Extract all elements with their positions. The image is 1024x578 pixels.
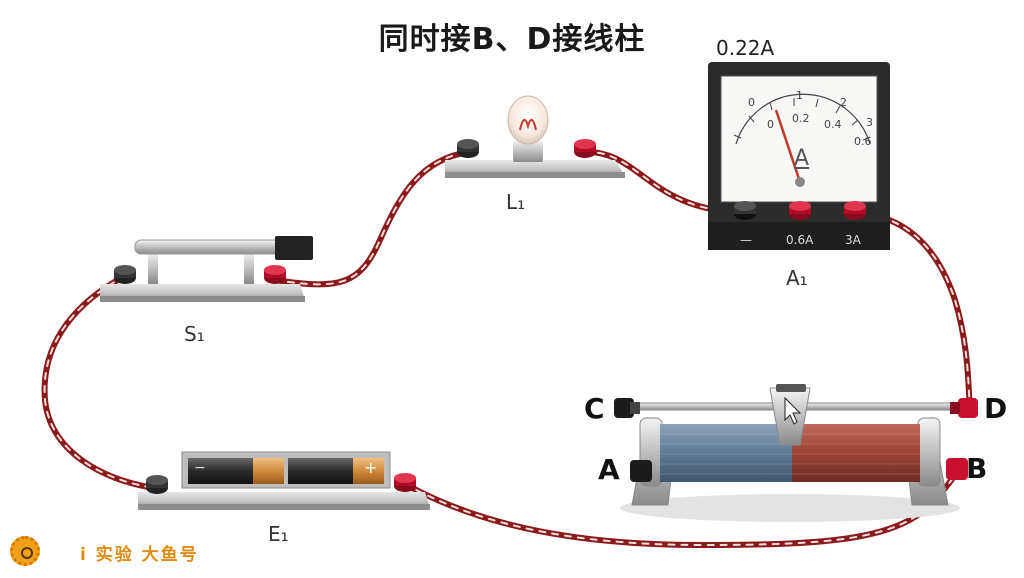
ammeter-bottom-scale-label: 0	[767, 118, 774, 131]
page-title: 同时接B、D接线柱	[378, 22, 646, 57]
battery-plus-sign: +	[364, 458, 378, 477]
ammeter-top-scale-label: 3	[866, 116, 873, 129]
ammeter-bottom-scale-label: 0.6	[854, 135, 872, 148]
ammeter-top-scale-label: 2	[840, 96, 847, 109]
switch-label: S₁	[184, 322, 205, 346]
terminal-label-c: C	[584, 392, 605, 425]
rheostat-terminal-b[interactable]	[946, 458, 968, 480]
ammeter-top-scale-label: 1	[796, 89, 803, 102]
ammeter-0-6a-label: 0.6A	[786, 233, 814, 247]
switch-black-terminal[interactable]	[114, 265, 136, 284]
ammeter-top-scale-label: 0	[748, 96, 755, 109]
lamp-label: L₁	[506, 190, 526, 214]
watermark-text: i 实验 大鱼号	[80, 545, 199, 565]
battery	[138, 451, 430, 510]
ammeter-scale-ticks	[733, 98, 871, 141]
lamp	[445, 95, 625, 178]
terminal-label-d: D	[984, 392, 1008, 425]
switch-blade[interactable]	[134, 236, 313, 260]
ammeter-3a-label: 3A	[845, 233, 861, 247]
watermark-logo-icon	[10, 536, 40, 566]
ammeter-bottom-scale-label: 0.2	[792, 112, 810, 125]
switch	[100, 236, 313, 302]
rheostat-terminal-d[interactable]	[950, 398, 978, 418]
mouse-cursor-icon	[784, 396, 802, 425]
ammeter-unit: A	[794, 146, 810, 171]
ammeter-bottom-scale-label: 0.4	[824, 118, 842, 131]
switch-red-terminal[interactable]	[264, 265, 286, 284]
rheostat-slider[interactable]	[769, 384, 811, 446]
ammeter	[708, 62, 890, 250]
wire-switch-to-lamp	[272, 149, 471, 288]
ammeter-negative-label: —	[740, 233, 752, 247]
wire-switch-to-battery	[41, 273, 158, 491]
battery-minus-sign: −	[194, 460, 206, 476]
lamp-red-terminal[interactable]	[574, 139, 596, 158]
ammeter-negative-terminal[interactable]	[734, 201, 756, 220]
terminal-label-a: A	[598, 453, 620, 486]
battery-label: E₁	[268, 522, 289, 546]
ammeter-label: A₁	[786, 266, 808, 290]
terminal-label-b: B	[966, 452, 988, 485]
rheostat	[614, 384, 978, 522]
lamp-black-terminal[interactable]	[457, 139, 479, 158]
ammeter-0-6a-terminal[interactable]	[789, 201, 811, 220]
rheostat-terminal-a[interactable]	[630, 460, 652, 482]
ammeter-needle	[774, 109, 802, 183]
ammeter-3a-terminal[interactable]	[844, 201, 866, 220]
battery-black-terminal[interactable]	[146, 475, 168, 494]
battery-red-terminal[interactable]	[394, 473, 416, 492]
rheostat-terminal-c[interactable]	[614, 398, 640, 418]
ammeter-reading: 0.22A	[716, 36, 775, 60]
